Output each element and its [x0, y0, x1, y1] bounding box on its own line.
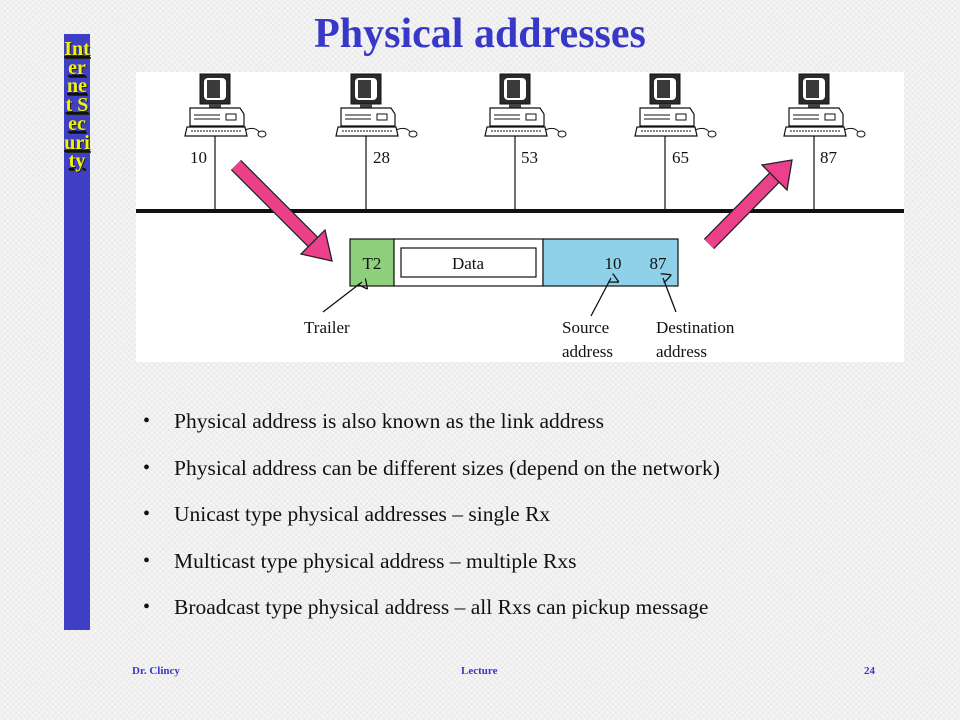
frame-data-text: Data [452, 254, 485, 273]
frame-source-address: 10 [605, 254, 622, 273]
source-label-line1: Source [562, 318, 609, 337]
trailer-pointer [322, 282, 362, 313]
bullet-list: • Physical address is also known as the l… [143, 405, 720, 638]
station-address-label: 10 [190, 148, 207, 167]
sidebar-vertical-banner: Internet Security [64, 34, 90, 630]
bullet-dot: • [143, 549, 151, 572]
frame-trailer-box [349, 238, 395, 287]
destination-label-line2: address [656, 342, 707, 361]
station-address-label: 28 [373, 148, 390, 167]
sidebar-vertical-text: Internet Security [64, 38, 90, 173]
frame-packet: T2 Data 10 87 [349, 238, 679, 287]
trailer-label: Trailer [304, 318, 350, 337]
station-53: 53 [484, 73, 567, 209]
slide-title: Physical addresses [314, 11, 646, 57]
source-pointer [590, 278, 611, 317]
bullet-item: • Unicast type physical addresses – singl… [143, 498, 720, 545]
station-28: 28 [335, 73, 418, 209]
network-diagram-svg: 10 28 53 65 87 [136, 73, 904, 361]
bullet-text: Multicast type physical address – multip… [174, 548, 577, 573]
station-65: 65 [634, 73, 717, 209]
station-address-label: 87 [820, 148, 838, 167]
station-address-label: 65 [672, 148, 689, 167]
station-10: 10 [184, 73, 267, 209]
network-bus-line [136, 209, 904, 213]
bullet-item: • Broadcast type physical address – all R… [143, 591, 720, 638]
destination-label-line1: Destination [656, 318, 735, 337]
bullet-dot: • [143, 456, 151, 479]
bullet-text: Unicast type physical addresses – single… [174, 502, 551, 526]
frame-trailer-text: T2 [363, 254, 382, 273]
outgoing-frame-arrow [230, 159, 333, 262]
footer-center-label: Lecture [461, 665, 498, 677]
bullet-text: Broadcast type physical address – all Rx… [174, 595, 709, 619]
bullet-text: Physical address is also known as the li… [174, 409, 604, 433]
bullet-text: Physical address can be different sizes … [174, 455, 720, 480]
source-label-line2: address [562, 342, 613, 361]
bullet-dot: • [143, 596, 151, 618]
bullet-item: • Physical address can be different sizes… [143, 452, 720, 499]
destination-pointer [663, 278, 677, 313]
station-address-label: 53 [521, 148, 538, 167]
bullet-dot: • [143, 503, 151, 525]
incoming-frame-arrow [703, 159, 793, 250]
frame-destination-address: 87 [650, 254, 668, 273]
network-diagram: 10 28 53 65 87 [136, 72, 904, 362]
footer-author: Dr. Clincy [132, 665, 180, 677]
bullet-dot: • [143, 410, 151, 432]
station-87: 87 [783, 73, 866, 209]
bullet-item: • Multicast type physical address – multi… [143, 545, 720, 592]
bullet-item: • Physical address is also known as the l… [143, 405, 720, 452]
footer-page-number: 24 [864, 665, 875, 677]
